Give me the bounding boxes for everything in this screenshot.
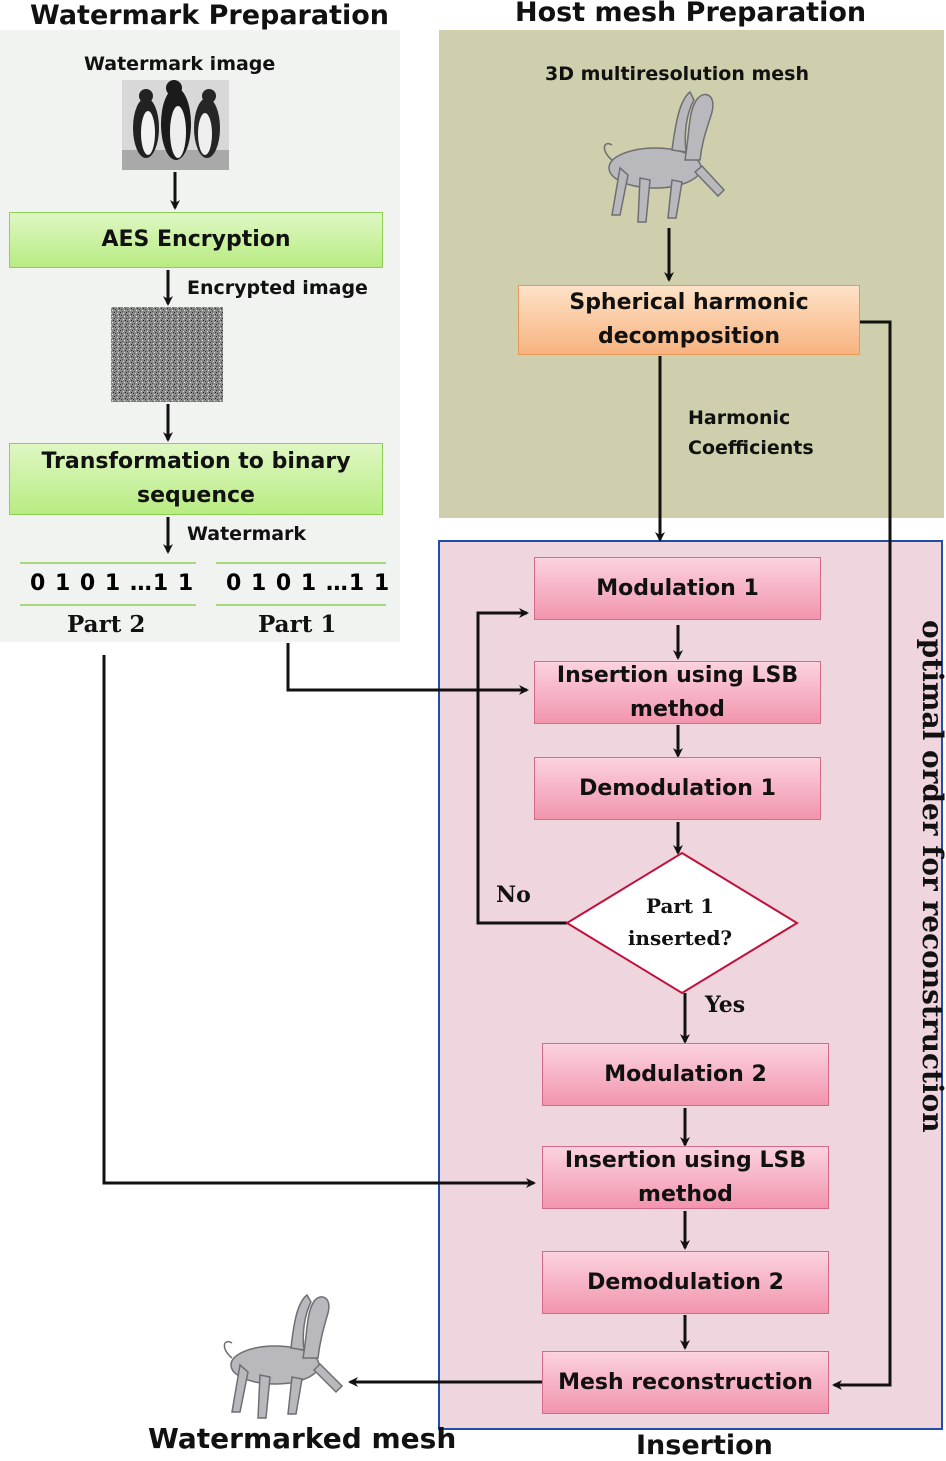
bits-part2: 0 1 0 1 …1 1 [30,571,195,596]
encrypted-image [111,307,223,402]
part1-label: Part 1 [258,611,337,638]
arrow-part1-to-lsb1 [286,643,529,695]
insertion-lsb1-box: Insertion using LSB method [534,661,821,724]
watermark-image-label: Watermark image [84,53,276,75]
arrow-no-loop [476,608,567,925]
yes-label: Yes [705,992,746,1018]
watermark-label: Watermark [187,523,307,545]
demodulation2-box: Demodulation 2 [542,1251,829,1314]
insertion-title: Insertion [636,1430,773,1461]
arrow-part2-to-lsb2 [102,655,536,1188]
demodulation1-box: Demodulation 1 [534,757,821,820]
host-mesh-label: 3D multiresolution mesh [545,63,810,85]
watermark-preparation-title: Watermark Preparation [30,0,390,31]
part2-label: Part 2 [67,611,146,638]
spherical-harmonic-box: Spherical harmonic decomposition [518,285,860,355]
no-label: No [496,882,531,908]
transformation-box: Transformation to binary sequence [9,443,383,515]
watermarked-mesh-title: Watermarked mesh [148,1422,457,1455]
optimal-order-label: optimal order for reconstruction [916,620,946,1133]
decision-label: Part 1 inserted? [627,894,733,950]
modulation2-box: Modulation 2 [542,1043,829,1106]
watermarked-mesh-griffin [223,1293,344,1419]
mesh-reconstruction-box: Mesh reconstruction [542,1351,829,1414]
encrypted-image-label: Encrypted image [187,277,368,299]
insertion-lsb2-box: Insertion using LSB method [542,1146,829,1209]
aes-encryption-box: AES Encryption [9,212,383,268]
harmonic-coefficients-label: Harmonic Coefficients [688,407,814,459]
watermark-image [122,80,229,170]
decision-diamond [565,851,799,995]
bits-part1: 0 1 0 1 …1 1 [226,571,391,596]
modulation1-box: Modulation 1 [534,557,821,620]
arrow-sh-to-reconstruction [832,320,892,1390]
host-mesh-preparation-title: Host mesh Preparation [515,0,867,28]
host-mesh-griffin [603,90,726,223]
